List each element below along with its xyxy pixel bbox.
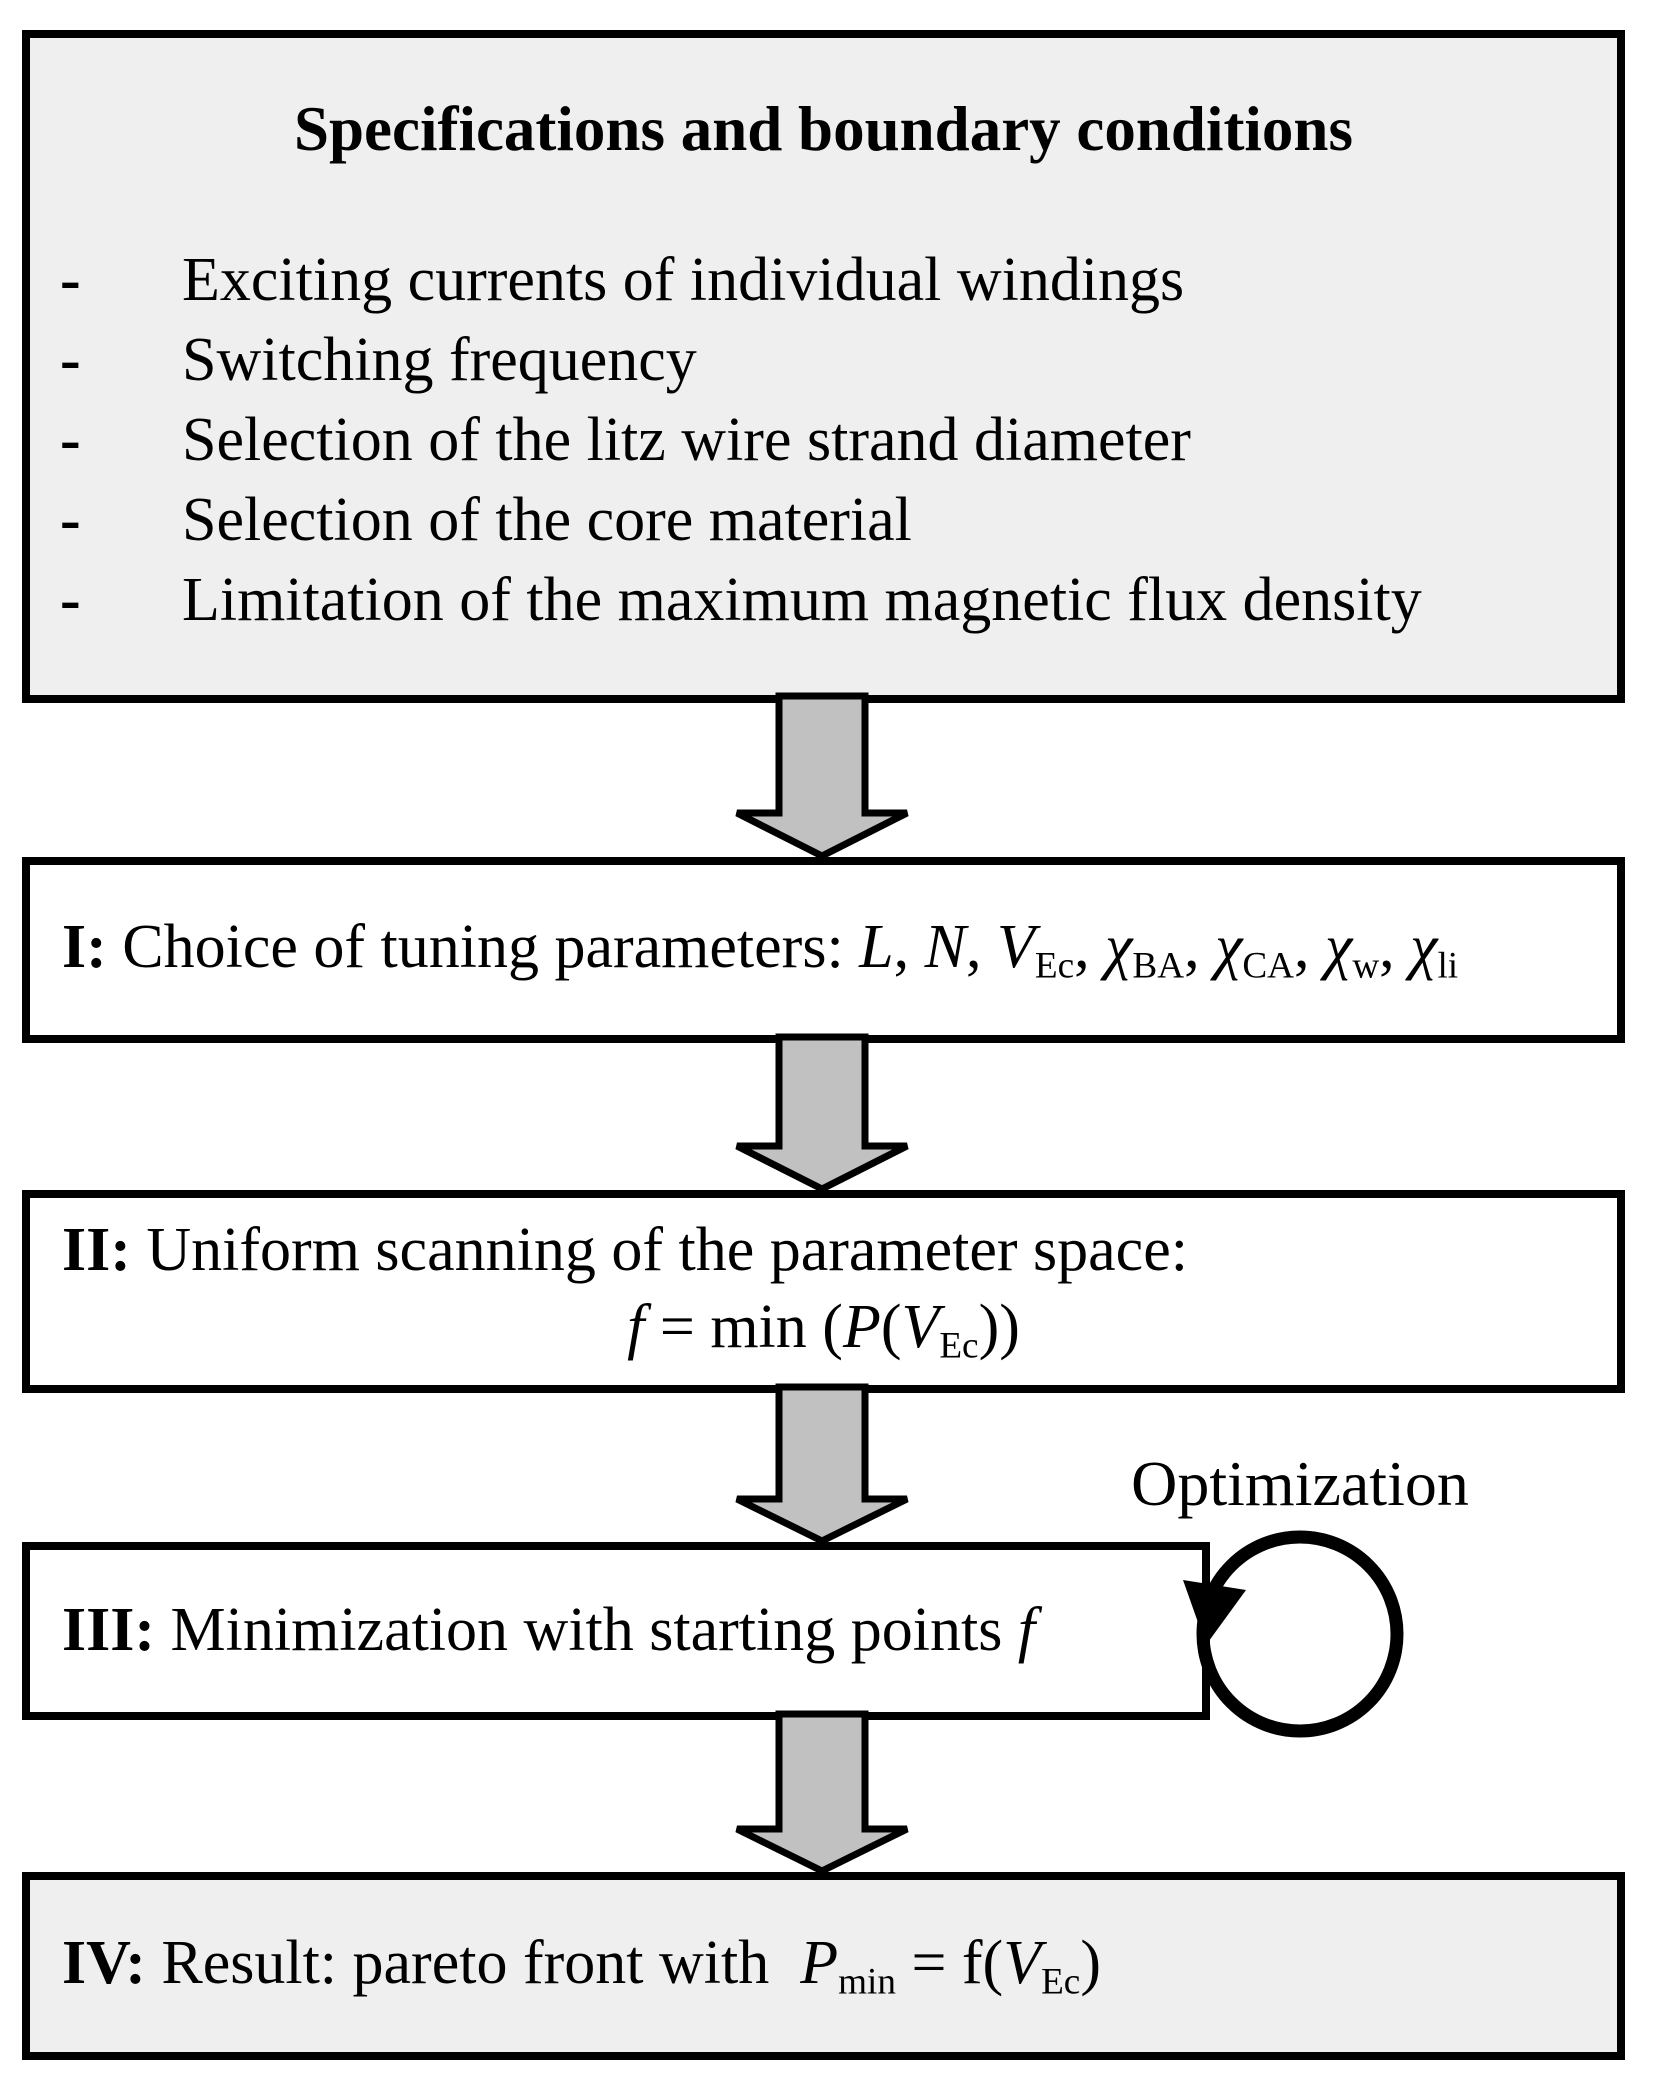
down-arrow-icon xyxy=(735,1033,909,1193)
step3-box: III: Minimization with starting points f xyxy=(22,1542,1210,1720)
list-item-label: Switching frequency xyxy=(182,326,697,394)
step4-text: IV: Result: pareto front with Pmin = f(V… xyxy=(62,1928,1101,2003)
list-item: - Selection of the core material xyxy=(30,480,1617,560)
step1-text: I: Choice of tuning parameters: L, N, VE… xyxy=(62,912,1459,987)
bullet-dash: - xyxy=(60,406,81,474)
specifications-title: Specifications and boundary conditions xyxy=(293,94,1353,164)
optimization-label: Optimization xyxy=(1131,1448,1469,1519)
step3-text: III: Minimization with starting points f xyxy=(62,1596,1036,1665)
specifications-list: - Exciting currents of individual windin… xyxy=(30,240,1617,640)
down-arrow-icon xyxy=(735,692,909,860)
bullet-dash: - xyxy=(60,326,81,394)
step2-formula: f = min (P(VEc)) xyxy=(627,1293,1020,1367)
bullet-dash: - xyxy=(60,246,81,314)
step1-box: I: Choice of tuning parameters: L, N, VE… xyxy=(22,857,1625,1043)
step2-box: II: Uniform scanning of the parameter sp… xyxy=(22,1190,1625,1393)
list-item-label: Selection of the litz wire strand diamet… xyxy=(182,406,1191,474)
list-item: - Selection of the litz wire strand diam… xyxy=(30,400,1617,480)
down-arrow-icon xyxy=(735,1710,909,1875)
step2-text-line1: II: Uniform scanning of the parameter sp… xyxy=(62,1215,1188,1284)
specifications-box: Specifications and boundary conditions -… xyxy=(22,30,1625,703)
list-item-label: Selection of the core material xyxy=(182,486,912,554)
step4-box: IV: Result: pareto front with Pmin = f(V… xyxy=(22,1872,1625,2060)
bullet-dash: - xyxy=(60,566,81,634)
bullet-dash: - xyxy=(60,486,81,554)
list-item: - Exciting currents of individual windin… xyxy=(30,240,1617,320)
list-item-label: Exciting currents of individual windings xyxy=(182,246,1185,314)
list-item: - Switching frequency xyxy=(30,320,1617,400)
down-arrow-icon xyxy=(735,1383,909,1545)
loop-arrow-icon xyxy=(1196,1530,1404,1738)
list-item: - Limitation of the maximum magnetic flu… xyxy=(30,560,1617,640)
list-item-label: Limitation of the maximum magnetic flux … xyxy=(182,566,1422,634)
